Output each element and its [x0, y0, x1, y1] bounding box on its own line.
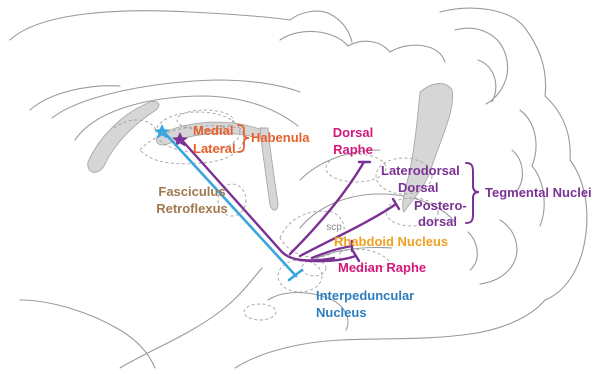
laterodorsal-label: Laterodorsal	[381, 163, 460, 178]
fasciculus-retroflexus-label-line2: Retroflexus	[156, 201, 228, 216]
purple-projection-trunk	[180, 138, 334, 260]
median-raphe-label: Median Raphe	[338, 260, 426, 275]
lateral-ventricle	[88, 101, 159, 172]
tegmental-brace	[466, 163, 479, 223]
dorsal-raphe-label-line1: Dorsal	[333, 125, 373, 140]
habenula-label: Habenula	[251, 130, 310, 145]
interpeduncular-label-line1: Interpeduncular	[316, 288, 414, 303]
medial-habenula-label: Medial	[193, 123, 233, 138]
fasciculus-retroflexus-label-line1: Fasciculus	[158, 184, 225, 199]
rhabdoid-nucleus-label: Rhabdoid Nucleus	[334, 234, 448, 249]
dorsal-tegmental-label: Dorsal	[398, 180, 438, 195]
scp-label: scp	[326, 222, 342, 233]
tegmental-nuclei-label: Tegmental Nuclei	[485, 185, 592, 200]
posterodorsal-label-line2: dorsal	[418, 214, 457, 229]
posterodorsal-label-line1: Postero-	[414, 198, 467, 213]
dorsal-raphe-label-line2: Raphe	[333, 142, 373, 157]
interpeduncular-label-line2: Nucleus	[316, 305, 367, 320]
lateral-habenula-label: Lateral	[193, 141, 236, 156]
